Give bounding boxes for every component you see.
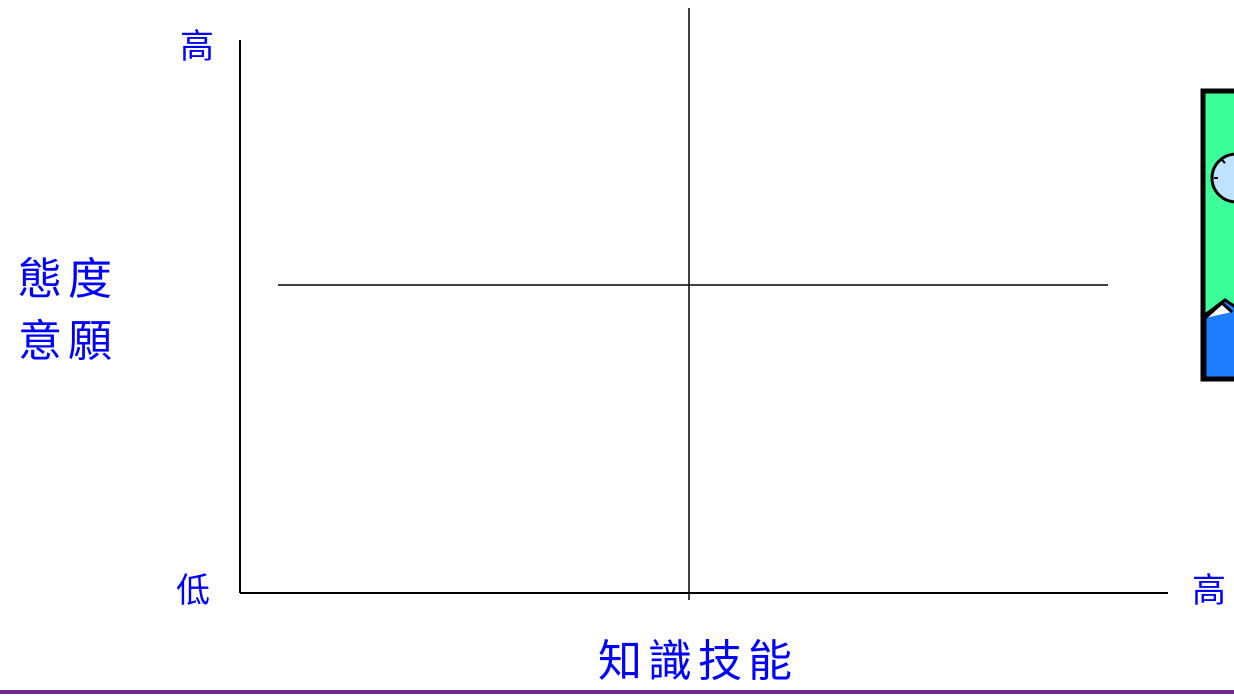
y-axis-title-line1: 態度 [18,254,118,305]
y-axis-title: 態度 意願 [18,258,148,382]
footer-rule [0,690,1234,694]
x-axis-title: 知識技能 [598,636,798,687]
y-axis-low-label: 低 [176,571,210,611]
clock-landscape-clipart-icon [1200,88,1234,382]
y-axis-high-label: 高 [180,27,214,67]
x-axis-high-label: 高 [1192,571,1226,611]
y-axis-title-line2: 意願 [18,316,118,367]
